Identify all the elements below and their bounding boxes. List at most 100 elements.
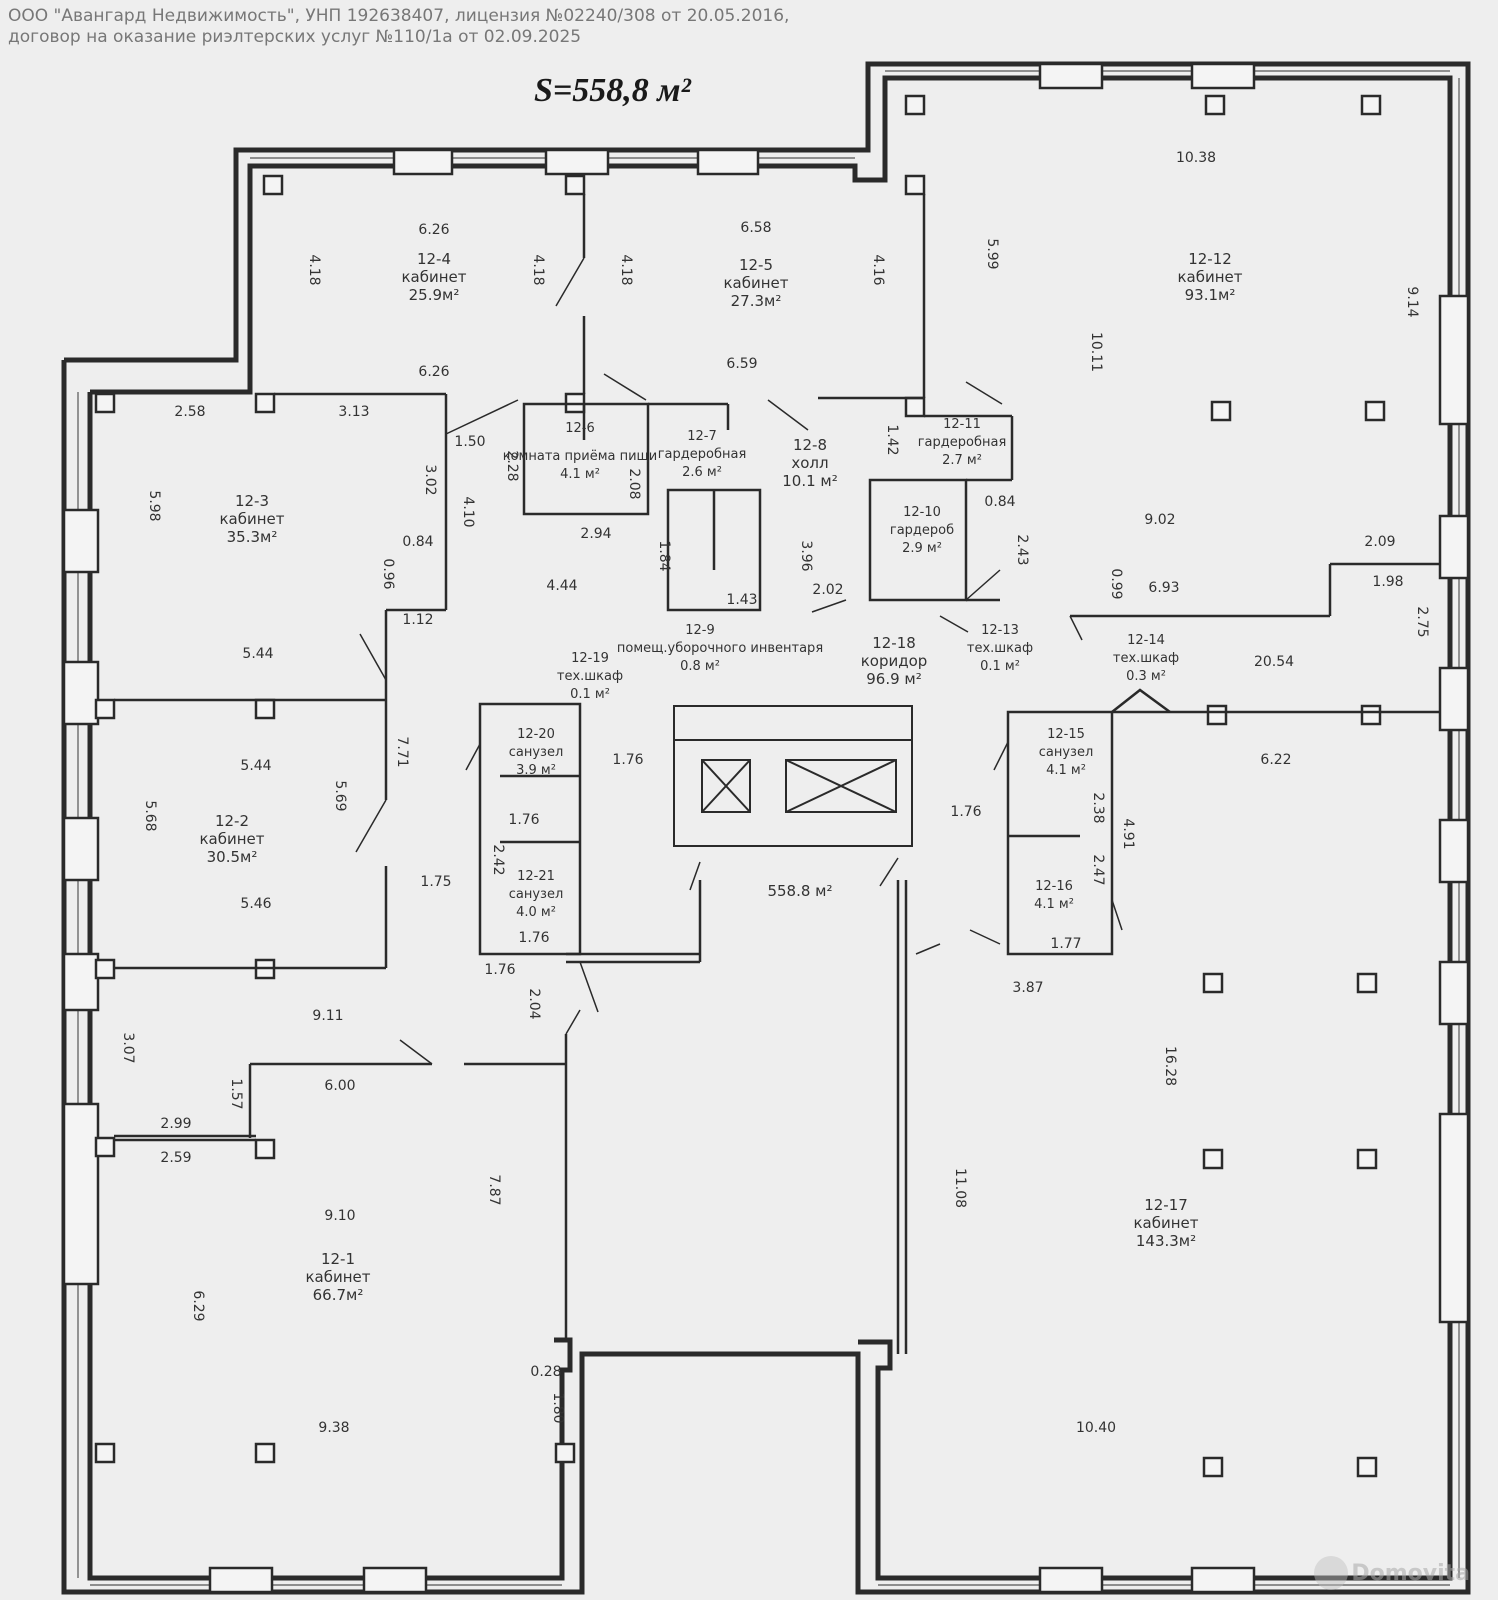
dimension-label: 1.57 <box>228 1078 244 1109</box>
dimension-label: 2.28 <box>504 450 520 481</box>
room-area-12-2: 30.5м² <box>207 848 258 866</box>
dimension-label: 9.02 <box>1144 512 1175 528</box>
dimension-label: 1.80 <box>550 1392 566 1423</box>
room-id-12-15: 12-15 <box>1047 727 1085 742</box>
room-name-12-14: тех.шкаф <box>1113 651 1179 666</box>
room-area-12-11: 2.7 м² <box>942 453 982 468</box>
dimension-label: 2.59 <box>160 1150 191 1166</box>
dimension-label: 5.98 <box>146 490 162 521</box>
agency-header: ООО "Авангард Недвижимость", УНП 1926384… <box>8 6 789 48</box>
dimension-label: 20.54 <box>1254 654 1294 670</box>
room-area-12-16: 4.1 м² <box>1034 897 1074 912</box>
dimension-label: 2.99 <box>160 1116 191 1132</box>
room-name-12-19: тех.шкаф <box>557 669 623 684</box>
room-id-12-10: 12-10 <box>903 505 941 520</box>
dimension-label: 2.38 <box>1090 792 1106 823</box>
dimension-label: 2.94 <box>580 526 611 542</box>
room-id-12-21: 12-21 <box>517 869 555 884</box>
dimension-label: 2.04 <box>526 988 542 1019</box>
dimension-label: 2.02 <box>812 582 843 598</box>
columns <box>94 94 1386 1478</box>
room-area-12-18: 96.9 м² <box>866 670 922 688</box>
total-area-label: 558.8 м² <box>767 882 832 900</box>
dimension-label: 7.87 <box>486 1174 502 1205</box>
total-area-title: S=558,8 м² <box>534 72 691 109</box>
dimension-label: 6.58 <box>740 220 771 236</box>
header-line-1: ООО "Авангард Недвижимость", УНП 1926384… <box>8 6 790 26</box>
room-area-12-20: 3.9 м² <box>516 763 556 778</box>
dimension-label: 5.44 <box>242 646 273 662</box>
dimension-label: 1.84 <box>656 540 672 571</box>
dimension-label: 10.40 <box>1076 1420 1116 1436</box>
dimension-label: 1.12 <box>402 612 433 628</box>
watermark: Domovita <box>1351 1561 1470 1586</box>
dimension-label: 6.93 <box>1148 580 1179 596</box>
dimension-label: 4.44 <box>546 578 577 594</box>
dimension-label: 4.10 <box>460 496 476 527</box>
room-id-12-19: 12-19 <box>571 651 609 666</box>
room-area-12-4: 25.9м² <box>409 286 460 304</box>
dimension-label: 3.02 <box>422 464 438 495</box>
room-area-12-5: 27.3м² <box>731 292 782 310</box>
dimension-label: 6.59 <box>726 356 757 372</box>
dimension-label: 5.44 <box>240 758 271 774</box>
room-name-12-18: коридор <box>861 652 928 670</box>
room-id-12-13: 12-13 <box>981 623 1019 638</box>
dimension-label: 1.77 <box>1050 936 1081 952</box>
dimension-label: 3.96 <box>798 540 814 571</box>
room-area-12-19: 0.1 м² <box>570 687 610 702</box>
room-id-12-9: 12-9 <box>685 623 715 638</box>
room-name-12-4: кабинет <box>401 268 466 286</box>
dimension-label: 5.46 <box>240 896 271 912</box>
dimension-label: 9.11 <box>312 1008 343 1024</box>
dimension-label: 1.76 <box>518 930 549 946</box>
room-area-12-10: 2.9 м² <box>902 541 942 556</box>
dimension-label: 1.50 <box>454 434 485 450</box>
dimension-label: 0.84 <box>402 534 433 550</box>
room-id-12-17: 12-17 <box>1144 1196 1188 1214</box>
dimension-label: 0.28 <box>530 1364 561 1380</box>
room-id-12-11: 12-11 <box>943 417 981 432</box>
dimension-label: 0.99 <box>1108 568 1124 599</box>
room-area-12-13: 0.1 м² <box>980 659 1020 674</box>
room-id-12-14: 12-14 <box>1127 633 1165 648</box>
room-id-12-5: 12-5 <box>739 256 773 274</box>
room-id-12-3: 12-3 <box>235 492 269 510</box>
room-name-12-15: санузел <box>1039 745 1094 760</box>
room-name-12-1: кабинет <box>305 1268 370 1286</box>
dimension-label: 2.47 <box>1090 854 1106 885</box>
room-id-12-1: 12-1 <box>321 1250 355 1268</box>
dimension-label: 4.18 <box>306 254 322 285</box>
dimension-label: 9.14 <box>1404 286 1420 317</box>
room-area-12-1: 66.7м² <box>313 1286 364 1304</box>
dimension-label: 9.10 <box>324 1208 355 1224</box>
room-id-12-4: 12-4 <box>417 250 451 268</box>
room-area-12-12: 93.1м² <box>1185 286 1236 304</box>
dimension-label: 16.28 <box>1162 1046 1178 1086</box>
dimension-label: 3.07 <box>120 1032 136 1063</box>
dimension-label: 1.76 <box>612 752 643 768</box>
dimension-label: 2.09 <box>1364 534 1395 550</box>
room-name-12-17: кабинет <box>1133 1214 1198 1232</box>
room-area-12-9: 0.8 м² <box>680 659 720 674</box>
room-labels: 12-4 кабинет 25.9м² 12-5 кабинет 27.3м² … <box>199 250 1242 1304</box>
dimension-label: 6.26 <box>418 222 449 238</box>
room-area-12-14: 0.3 м² <box>1126 669 1166 684</box>
dimension-label: 1.76 <box>950 804 981 820</box>
dimension-label: 11.08 <box>952 1168 968 1208</box>
dimension-label: 5.68 <box>142 800 158 831</box>
dimension-label: 2.42 <box>490 844 506 875</box>
doors <box>355 257 1123 1065</box>
dimension-label: 4.91 <box>1120 818 1136 849</box>
elevators <box>701 759 897 813</box>
dimension-label: 10.11 <box>1088 332 1104 372</box>
dimension-label: 2.75 <box>1414 606 1430 637</box>
room-name-12-11: гардеробная <box>918 435 1007 450</box>
dimension-label: 6.26 <box>418 364 449 380</box>
room-id-12-7: 12-7 <box>687 429 717 444</box>
room-id-12-2: 12-2 <box>215 812 249 830</box>
header-line-2: договор на оказание риэлтерских услуг №1… <box>8 27 582 47</box>
room-id-12-18: 12-18 <box>872 634 916 652</box>
dimension-label: 2.08 <box>626 468 642 499</box>
room-area-12-8: 10.1 м² <box>782 472 838 490</box>
